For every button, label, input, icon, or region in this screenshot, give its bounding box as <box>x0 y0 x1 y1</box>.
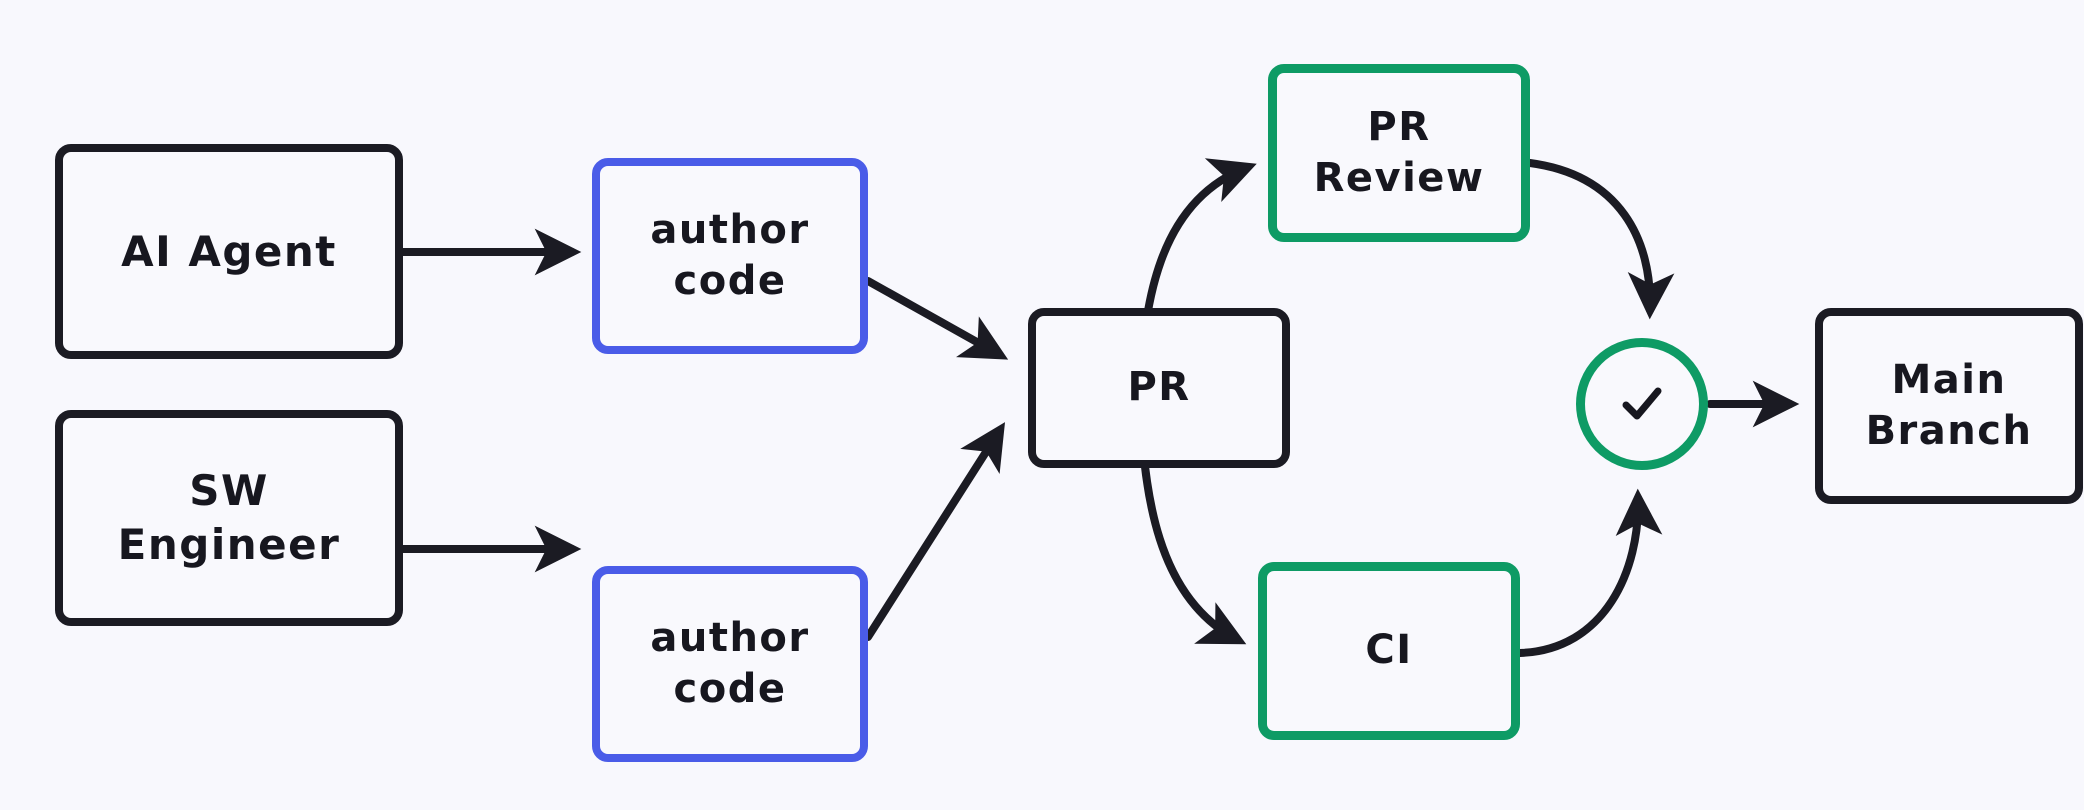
node-ci-label: CI <box>1365 627 1413 674</box>
edge-pr-review-to-check <box>1526 159 1675 320</box>
node-author-code-engineer-label: author code <box>650 614 810 712</box>
node-sw-engineer-label: SW Engineer <box>117 466 341 569</box>
node-main-branch[interactable]: Main Branch <box>1815 308 2083 504</box>
node-sw-engineer[interactable]: SW Engineer <box>55 410 403 626</box>
node-author-code-agent-label: author code <box>650 206 810 304</box>
node-pr[interactable]: PR <box>1028 308 1290 468</box>
node-pr-review-label: PR Review <box>1313 103 1485 201</box>
node-ai-agent[interactable]: AI Agent <box>55 144 403 359</box>
edge-author-code-agent-to-pr <box>864 277 1009 360</box>
edge-ci-to-check <box>1516 488 1663 657</box>
node-pr-label: PR <box>1127 364 1191 411</box>
edge-author-code-engineer-to-pr <box>864 422 1006 641</box>
node-ci[interactable]: CI <box>1258 562 1520 740</box>
approved-check-node[interactable] <box>1576 338 1708 470</box>
node-main-branch-label: Main Branch <box>1865 356 2033 454</box>
node-pr-review[interactable]: PR Review <box>1268 64 1530 242</box>
node-author-code-engineer[interactable]: author code <box>592 566 868 762</box>
node-ai-agent-label: AI Agent <box>121 226 337 276</box>
node-author-code-agent[interactable]: author code <box>592 158 868 354</box>
check-icon <box>1610 372 1674 436</box>
